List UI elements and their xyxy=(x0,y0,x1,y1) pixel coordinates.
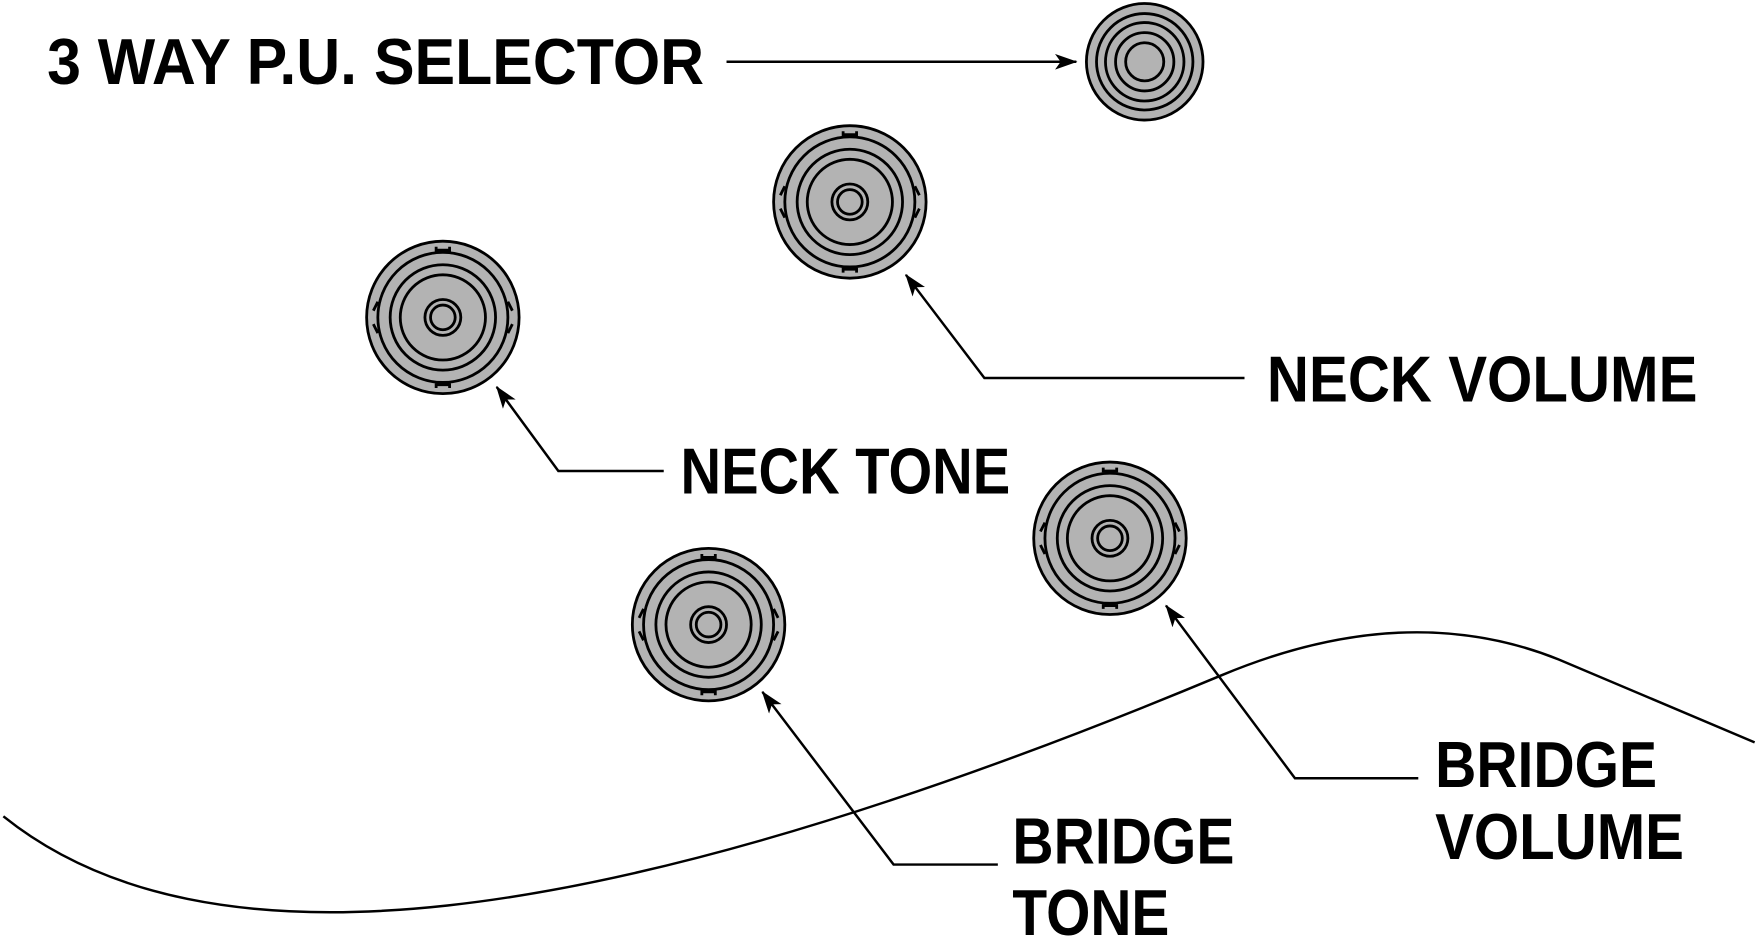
bridge-volume-arrow xyxy=(1165,604,1419,780)
bridge-tone-label-line1: BRIDGE xyxy=(1012,804,1234,877)
neck-tone-arrow xyxy=(495,386,664,473)
neck-volume-arrow xyxy=(904,273,1245,380)
selector-switch xyxy=(1085,2,1205,122)
bridge-tone-knob xyxy=(630,546,787,703)
neck-tone-knob xyxy=(365,239,521,396)
selector-label: 3 WAY P.U. SELECTOR xyxy=(47,25,704,98)
guitar-body-outline xyxy=(2,631,1756,914)
bridge-tone-arrow xyxy=(761,690,998,866)
bridge-volume-label-line2: VOLUME xyxy=(1435,800,1684,873)
neck-tone-label: NECK TONE xyxy=(681,434,1011,507)
neck-volume-knob xyxy=(772,124,928,280)
neck-volume-label: NECK VOLUME xyxy=(1267,343,1698,416)
bridge-volume-label-line1: BRIDGE xyxy=(1435,728,1657,801)
bridge-volume-knob xyxy=(1032,460,1188,616)
bridge-tone-label-line2: TONE xyxy=(1012,876,1169,949)
